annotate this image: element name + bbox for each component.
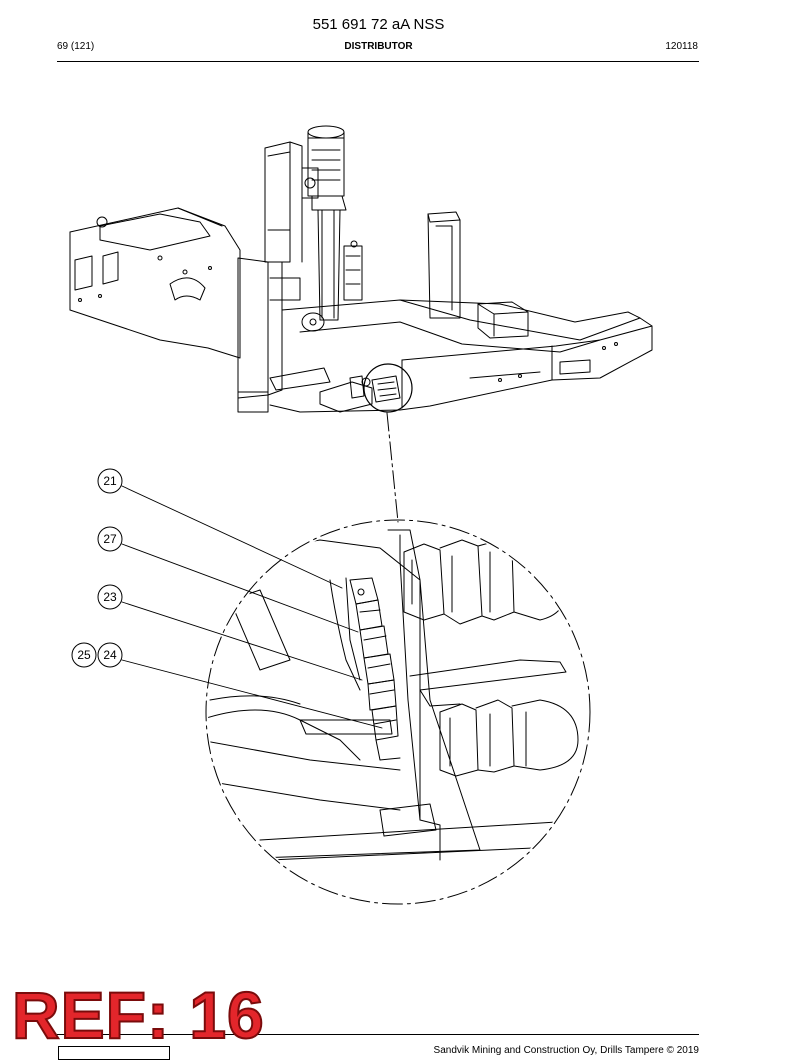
document-code: 120118: [665, 41, 698, 52]
callout-23: [97, 584, 123, 610]
callout-label-27: 27: [103, 532, 117, 546]
callout-bubbles: [71, 468, 123, 668]
header-rule: [57, 61, 699, 62]
footer-rule: [57, 1034, 699, 1035]
ref-stamp: REF: 16: [11, 978, 265, 1052]
footer-copyright: Sandvik Mining and Construction Oy, Dril…: [433, 1045, 699, 1056]
callout-labels: 21 27 23 25 24: [77, 474, 117, 662]
callout-25: [71, 642, 97, 668]
callout-27: [97, 526, 123, 552]
callout-leaders: [121, 485, 383, 729]
callout-label-24: 24: [103, 648, 117, 662]
callout-label-25: 25: [77, 648, 91, 662]
section-title: DISTRIBUTOR: [344, 41, 413, 52]
callout-label-21: 21: [103, 474, 117, 488]
frame-overview: [69, 125, 653, 413]
page-number: 69 (121): [57, 41, 95, 52]
callout-24: [97, 642, 123, 668]
callout-label-23: 23: [103, 590, 117, 604]
detail-view: [205, 519, 591, 905]
document-title: 551 691 72 aA NSS: [312, 16, 445, 33]
callout-21: [97, 468, 123, 494]
detail-leader-line: [386, 412, 399, 523]
